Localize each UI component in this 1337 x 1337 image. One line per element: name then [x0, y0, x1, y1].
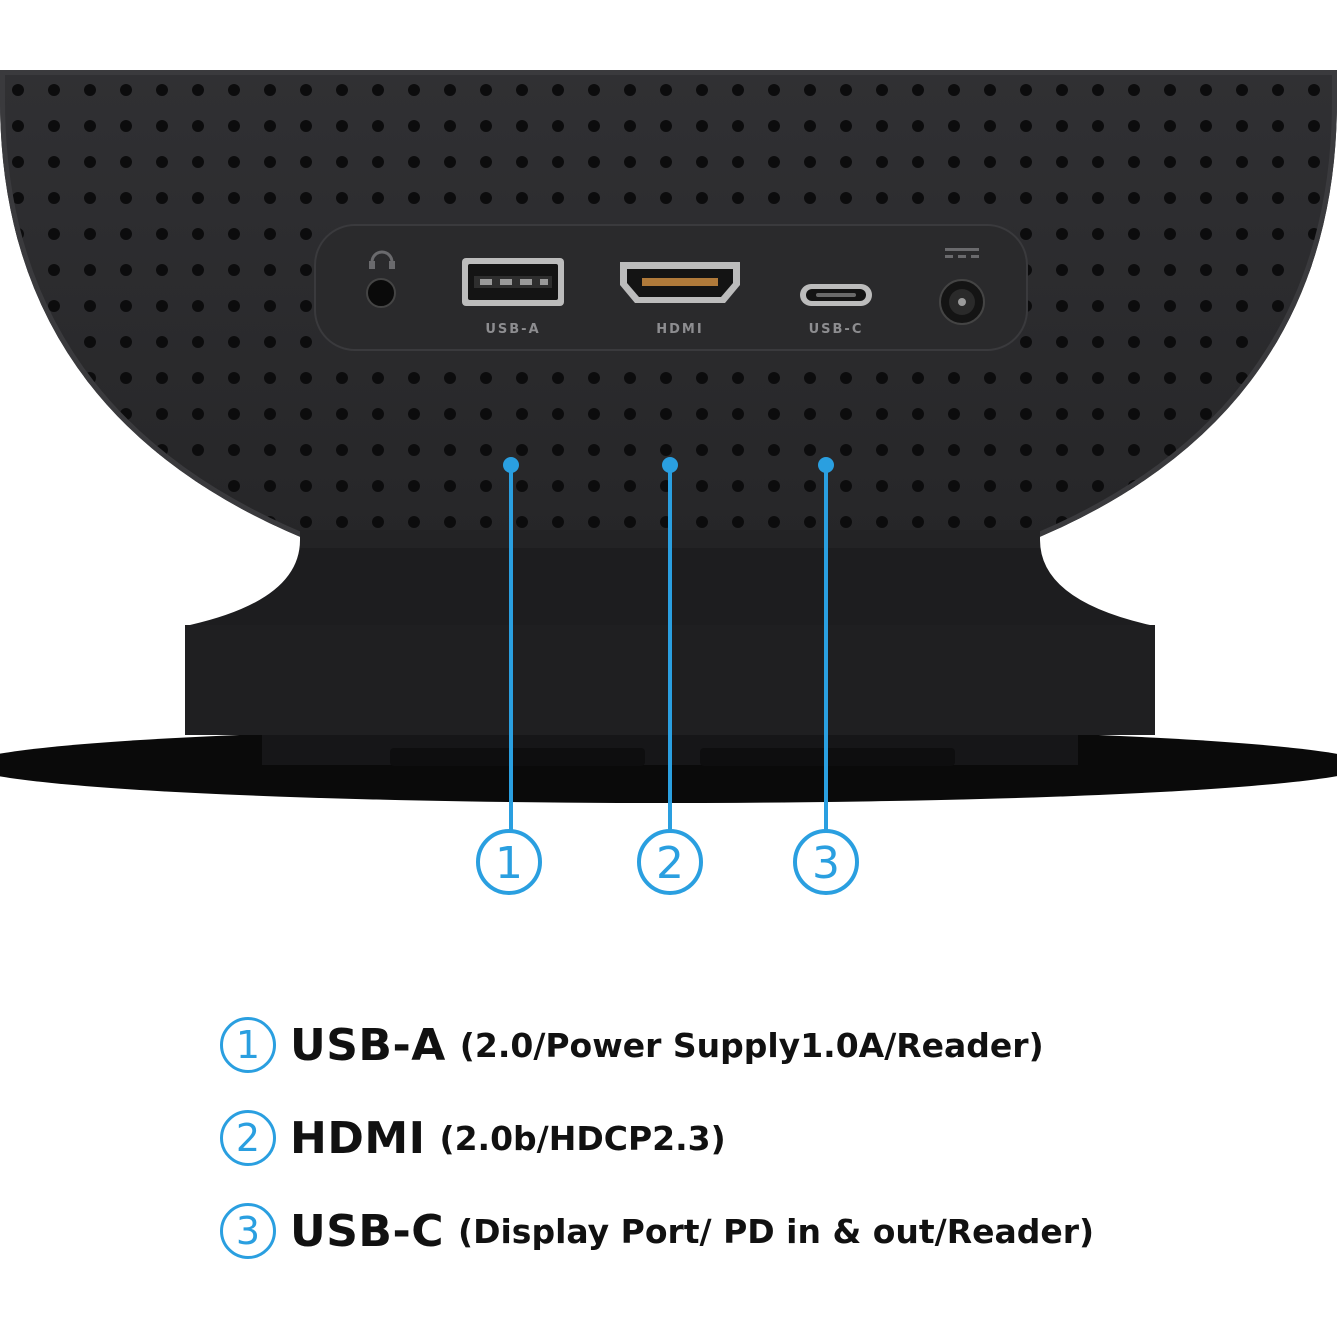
legend-spec-usb-c: (Display Port/ PD in & out/Reader)	[458, 1211, 1095, 1251]
callout-line-3	[818, 457, 834, 830]
usb-c-port-label: USB-C	[809, 322, 864, 337]
callout-circle-3: 3	[793, 829, 859, 895]
usb-c-port	[800, 284, 872, 306]
legend-spec-hdmi: (2.0b/HDCP2.3)	[439, 1118, 726, 1158]
legend-row-usb-c: 3 USB-C (Display Port/ PD in & out/Reade…	[220, 1196, 1094, 1266]
hdmi-port	[620, 262, 740, 303]
callout-circle-2: 2	[637, 829, 703, 895]
audio-jack	[366, 278, 396, 308]
legend-number-1: 1	[220, 1017, 276, 1073]
svg-text:2: 2	[656, 838, 684, 889]
callout-circle-1: 1	[476, 829, 542, 895]
legend-number-2: 2	[220, 1110, 276, 1166]
dc-power-jack	[939, 279, 985, 325]
legend-row-hdmi: 2 HDMI (2.0b/HDCP2.3)	[220, 1103, 726, 1173]
legend-number-3: 3	[220, 1203, 276, 1259]
callout-line-2	[662, 457, 678, 830]
legend-name-usb-a: USB-A	[290, 1019, 446, 1071]
legend-name-usb-c: USB-C	[290, 1205, 445, 1257]
svg-text:1: 1	[495, 838, 523, 889]
dc-power-icon	[945, 248, 979, 258]
usb-a-port-label: USB-A	[485, 322, 540, 337]
usb-a-port	[462, 258, 564, 306]
port-panel: USB-A HDMI USB-C	[314, 224, 1028, 351]
legend-spec-usb-a: (2.0/Power Supply1.0A/Reader)	[459, 1025, 1044, 1065]
callout-line-1	[503, 457, 519, 830]
legend-name-hdmi: HDMI	[290, 1112, 426, 1164]
hdmi-port-label: HDMI	[656, 322, 703, 337]
product-photo: USB-A HDMI USB-C	[0, 70, 1337, 895]
legend-row-usb-a: 1 USB-A (2.0/Power Supply1.0A/Reader)	[220, 1010, 1044, 1080]
svg-text:3: 3	[812, 838, 840, 889]
headphone-icon	[369, 250, 395, 269]
